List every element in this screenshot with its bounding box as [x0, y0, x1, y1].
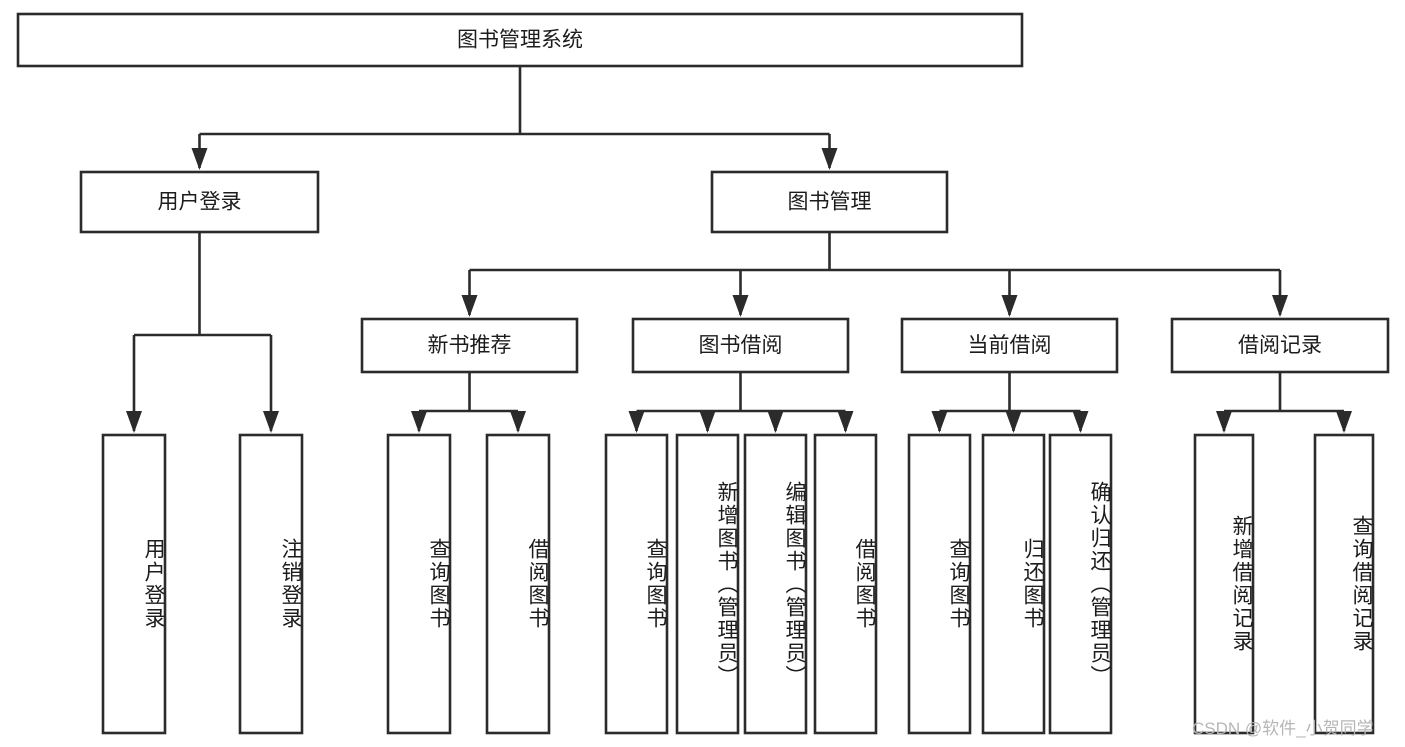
arrow-head-icon — [1216, 411, 1232, 433]
arrow-head-icon — [1072, 411, 1089, 433]
arrow-head-icon — [628, 411, 645, 433]
node-level2-1[interactable] — [710, 170, 949, 234]
node-level3-label-1: 图书借阅 — [699, 334, 783, 357]
node-level3-3[interactable] — [1170, 317, 1390, 374]
arrow-head-icon — [263, 411, 279, 433]
node-level2-label-0: 用户登录 — [158, 191, 242, 214]
node-leaf-10[interactable] — [1048, 433, 1113, 735]
node-leaf-1[interactable] — [238, 433, 304, 735]
node-level2-0[interactable] — [79, 170, 320, 234]
node-leaf-2[interactable] — [386, 433, 452, 735]
node-level3-0[interactable] — [360, 317, 579, 374]
node-boxes-layer — [16, 12, 1390, 735]
arrow-head-icon — [1272, 295, 1288, 317]
arrow-head-icon — [461, 295, 478, 317]
node-level3-label-3: 借阅记录 — [1238, 334, 1322, 357]
arrow-head-icon — [767, 411, 784, 433]
node-root[interactable] — [16, 12, 1024, 68]
node-level3-label-2: 当前借阅 — [968, 334, 1052, 357]
node-root-label: 图书管理系统 — [457, 29, 583, 52]
node-leaf-5[interactable] — [675, 433, 740, 735]
node-leaf-9[interactable] — [981, 433, 1046, 735]
arrow-head-icon — [699, 411, 716, 433]
arrow-head-icon — [837, 411, 854, 433]
arrow-head-icon — [510, 411, 526, 433]
arrow-head-icon — [931, 411, 948, 433]
node-level3-label-0: 新书推荐 — [428, 334, 512, 357]
arrow-head-icon — [191, 148, 208, 170]
arrow-head-icon — [1336, 411, 1352, 433]
arrow-head-icon — [821, 148, 838, 170]
arrow-head-icon — [1005, 411, 1022, 433]
arrow-head-icon — [732, 295, 749, 317]
node-leaf-4[interactable] — [604, 433, 669, 735]
node-leaf-3[interactable] — [485, 433, 551, 735]
node-leaf-0[interactable] — [101, 433, 167, 735]
node-level3-1[interactable] — [631, 317, 850, 374]
node-leaf-6[interactable] — [743, 433, 808, 735]
connector-edges-layer — [126, 66, 1352, 433]
arrow-head-icon — [411, 411, 427, 433]
arrow-head-icon — [126, 411, 142, 433]
node-level2-label-1: 图书管理 — [788, 191, 872, 214]
node-level3-2[interactable] — [900, 317, 1119, 374]
arrow-head-icon — [1001, 295, 1018, 317]
node-leaf-8[interactable] — [907, 433, 972, 735]
node-leaf-7[interactable] — [813, 433, 878, 735]
node-leaf-11[interactable] — [1193, 433, 1255, 735]
node-leaf-12[interactable] — [1313, 433, 1375, 735]
csdn-watermark: CSDN @软件_小贺同学 — [1192, 719, 1374, 738]
